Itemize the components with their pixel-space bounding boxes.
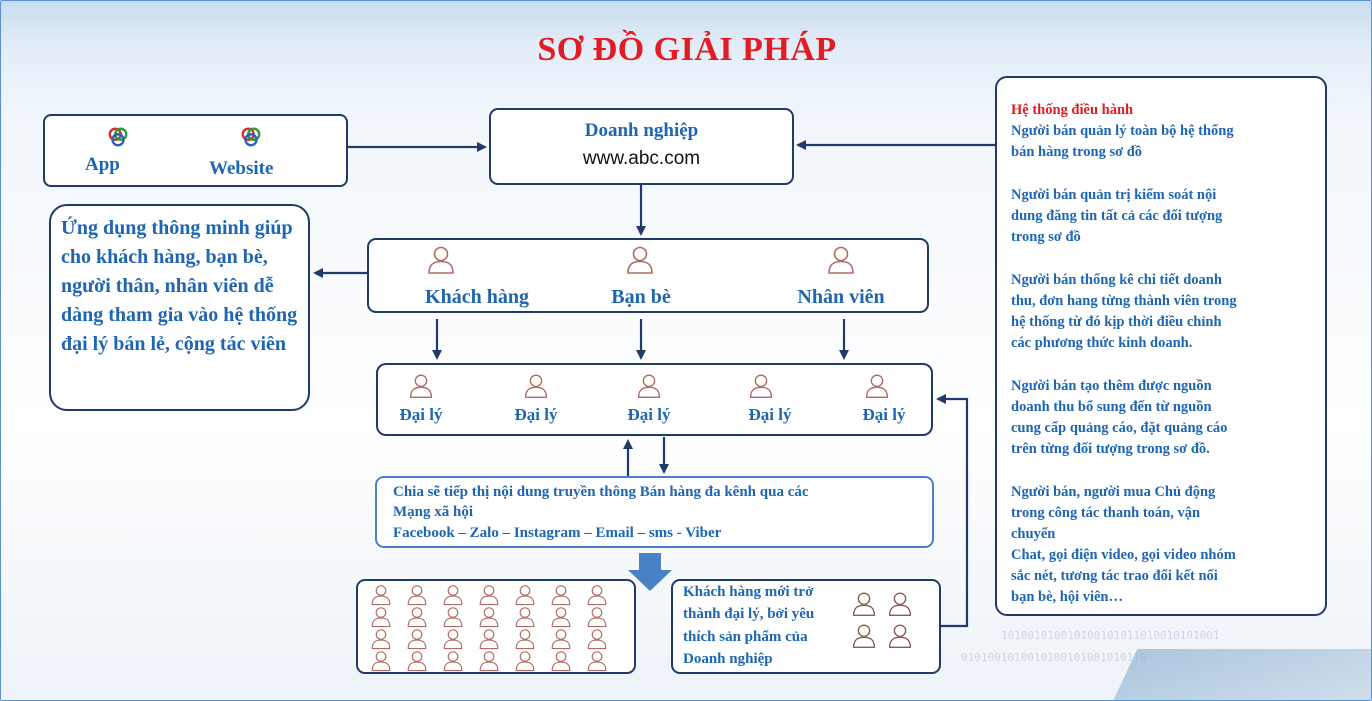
new-customers-box: Khách hàng mới trở thành đại lý, bởi yêu… xyxy=(671,579,941,674)
group-friends: Bạn bè xyxy=(611,286,671,308)
app-label: App xyxy=(85,154,120,175)
business-box: Doanh nghiệp www.abc.com xyxy=(489,108,794,185)
agent-label: Đại lý xyxy=(399,405,443,424)
system-p5-line: sắc nét, tương tác trao đổi kết nối xyxy=(1011,568,1218,584)
system-p1-line: Người bán quản lý toàn bộ hệ thống xyxy=(1011,123,1234,139)
groups-box: Khách hàng Bạn bè Nhân viên xyxy=(367,238,929,313)
system-p4-line: Người bán tạo thêm được nguồn xyxy=(1011,378,1212,394)
group-staff: Nhân viên xyxy=(797,286,885,308)
system-p5-line: trong công tác thanh toán, vận xyxy=(1011,505,1201,521)
system-p5-line: bạn bè, hội viên… xyxy=(1011,589,1123,605)
system-p3-line: các phương thức kinh doanh. xyxy=(1011,335,1193,351)
system-p5-line: chuyển xyxy=(1011,526,1056,542)
new-customers-line: thích sản phẩm của xyxy=(683,629,808,645)
system-p2-line: Người bán quản trị kiểm soát nội xyxy=(1011,187,1217,203)
system-p3-line: Người bán thống kê chi tiết doanh xyxy=(1011,272,1222,288)
agent-label: Đại lý xyxy=(514,405,558,424)
share-line-2: Mạng xã hội xyxy=(393,504,474,520)
business-url: www.abc.com xyxy=(582,148,701,169)
smart-app-box: Ứng dụng thông minh giúp cho khách hàng,… xyxy=(49,204,310,411)
agent-label: Đại lý xyxy=(627,405,671,424)
share-line-3: Facebook – Zalo – Instagram – Email – sm… xyxy=(393,525,722,541)
business-name: Doanh nghiệp xyxy=(584,120,699,141)
group-customers: Khách hàng xyxy=(425,286,529,308)
app-website-box: App Website xyxy=(43,114,348,187)
website-label: Website xyxy=(209,158,274,179)
share-line-1: Chia sẽ tiếp thị nội dung truyền thông B… xyxy=(393,484,809,500)
system-p5-line: Chat, gọi điện video, gọi video nhóm xyxy=(1011,547,1236,563)
new-customers-line: Doanh nghiệp xyxy=(683,651,773,667)
flow-down-arrow xyxy=(628,553,672,591)
system-p2-line: dung đăng tin tất cả các đối tượng xyxy=(1011,208,1223,224)
system-p4-line: doanh thu bổ sung đến từ nguồn xyxy=(1011,399,1212,415)
binary-decoration: 0101001010010100101001010110 xyxy=(961,651,1147,664)
system-heading: Hệ thống điều hành xyxy=(1011,102,1134,118)
new-customers-line: Khách hàng mới trở xyxy=(683,584,814,600)
system-box: Hệ thống điều hành Người bán quản lý toà… xyxy=(995,76,1327,616)
crowd-box xyxy=(356,579,636,674)
system-p5-line: Người bán, người mua Chủ động xyxy=(1011,484,1216,500)
system-p3-line: hệ thống từ đó kịp thời điều chỉnh xyxy=(1011,314,1222,330)
system-p3-line: thu, đơn hang từng thành viên trong xyxy=(1011,293,1237,309)
page-title: SƠ ĐỒ GIẢI PHÁP xyxy=(537,31,837,68)
agents-box: Đại lý Đại lý Đại lý Đại lý Đại lý xyxy=(376,363,933,436)
system-text: Hệ thống điều hành Người bán quản lý toà… xyxy=(1011,100,1321,608)
binary-decoration: 101001010010100101011010010101001 xyxy=(1001,629,1220,642)
system-p4-line: trên từng đối tượng trong sơ đồ. xyxy=(1011,441,1210,457)
share-box: Chia sẽ tiếp thị nội dung truyền thông B… xyxy=(375,476,934,548)
system-p1-line: bán hàng trong sơ đồ xyxy=(1011,144,1143,160)
system-p4-line: cung cấp quảng cáo, đặt quảng cáo xyxy=(1011,420,1228,436)
agent-label: Đại lý xyxy=(862,405,906,424)
newcustomers-to-agents-arrow xyxy=(936,394,969,628)
new-customers-line: thành đại lý, bởi yêu xyxy=(683,606,815,622)
system-p2-line: trong sơ đồ xyxy=(1011,229,1081,245)
agent-label: Đại lý xyxy=(748,405,792,424)
smart-app-text: Ứng dụng thông minh giúp cho khách hàng,… xyxy=(61,217,298,355)
